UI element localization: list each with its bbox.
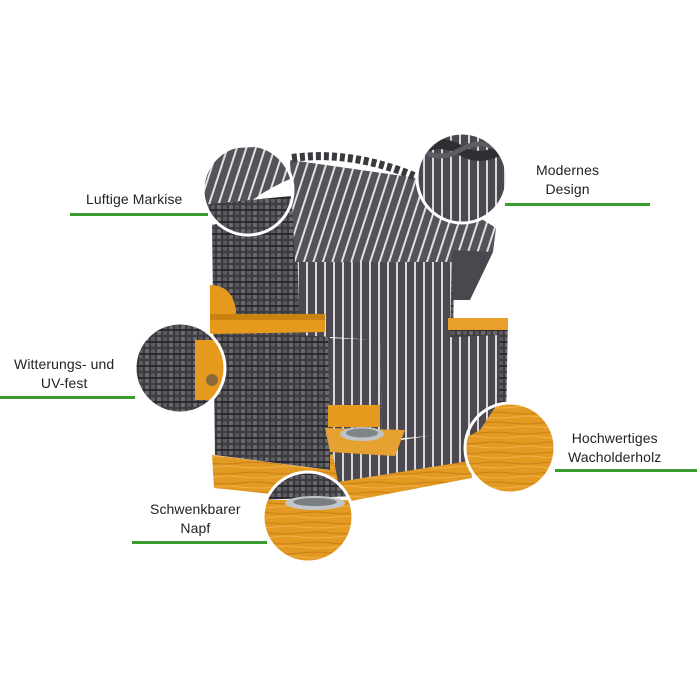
callout-rule-hochwertiges-wacholderholz xyxy=(555,469,697,472)
callout-rule-modernes-design xyxy=(505,203,650,206)
beach-chair xyxy=(210,152,508,505)
callout-label-modernes-design: Modernes Design xyxy=(536,162,600,197)
callout-rule-schwenkbarer-napf xyxy=(132,541,267,544)
wicker-closeup-icon xyxy=(133,321,227,415)
bowl-closeup-icon xyxy=(261,470,355,564)
callout-label-hochwertiges-wacholderholz: Hochwertiges Wacholderholz xyxy=(568,430,662,465)
callout-label-witterungs-uv-fest: Witterungs- und UV-fest xyxy=(14,356,115,391)
wood-grain-closeup-icon xyxy=(463,401,557,495)
callout-rule-witterungs-uv-fest xyxy=(0,396,135,399)
callout-rule-luftige-markise xyxy=(70,213,208,216)
callout-label-luftige-markise: Luftige Markise xyxy=(86,191,183,207)
callout-label-schwenkbarer-napf: Schwenkbarer Napf xyxy=(150,501,241,536)
braid-closeup-icon xyxy=(415,131,509,225)
